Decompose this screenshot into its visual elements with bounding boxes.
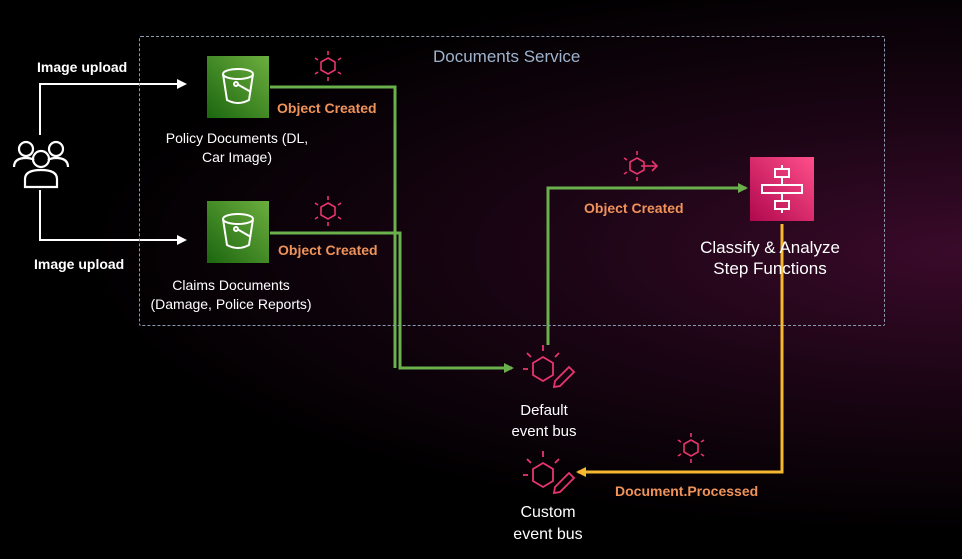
users-icon [12, 140, 70, 189]
custom-event-bus-label-line2: event bus [513, 526, 583, 543]
step-functions-label-line1: Classify & Analyze [700, 238, 840, 257]
claims-bucket-label-line1: Claims Documents [172, 277, 290, 293]
policy-flow-line [270, 85, 397, 368]
upload-label-bottom: Image upload [34, 256, 125, 272]
step-functions-label: Classify & Analyze Step Functions [682, 237, 858, 279]
documents-service-boundary [139, 36, 885, 326]
processed-flow-line [576, 224, 784, 477]
document-processed-label: Document.Processed [615, 483, 759, 499]
policy-bucket-label-line2: Car Image) [201, 149, 273, 165]
state-machine-glyph-icon [761, 165, 803, 213]
claims-flow-line [270, 231, 514, 373]
claims-bucket-label-line2: (Damage, Police Reports) [150, 296, 312, 312]
default-to-sfn-line [546, 183, 748, 345]
custom-event-bus-label: Custom event bus [503, 502, 593, 546]
upload-label-top: Image upload [37, 59, 128, 75]
event-rule-icon [623, 151, 659, 181]
claims-bucket-icon[interactable] [207, 201, 269, 263]
sfn-object-created-label: Object Created [584, 200, 684, 216]
custom-event-bus-icon[interactable] [519, 449, 577, 497]
default-event-bus-icon[interactable] [519, 343, 577, 391]
policy-bucket-label: Policy Documents (DL, Car Image) [152, 129, 322, 167]
event-icon [677, 433, 705, 463]
claims-object-created-label: Object Created [278, 242, 378, 258]
event-icon [314, 196, 342, 226]
default-event-bus-label-line1: Default [520, 402, 568, 419]
s3-bucket-glyph-icon [222, 68, 254, 104]
service-title: Documents Service [433, 47, 581, 66]
upload-arrow-bottom [39, 190, 187, 245]
default-event-bus-label-line2: event bus [511, 423, 577, 440]
custom-event-bus-label-line1: Custom [520, 504, 576, 521]
step-functions-label-line2: Step Functions [713, 259, 827, 278]
policy-object-created-label: Object Created [277, 100, 377, 116]
claims-bucket-label: Claims Documents (Damage, Police Reports… [136, 276, 326, 314]
step-functions-icon[interactable] [750, 157, 814, 221]
policy-bucket-label-line1: Policy Documents (DL, [165, 130, 309, 146]
s3-bucket-glyph-icon [222, 213, 254, 249]
policy-bucket-icon[interactable] [207, 56, 269, 118]
upload-arrow-top [39, 79, 187, 135]
event-icon [314, 51, 342, 81]
default-event-bus-label: Default event bus [500, 400, 588, 442]
